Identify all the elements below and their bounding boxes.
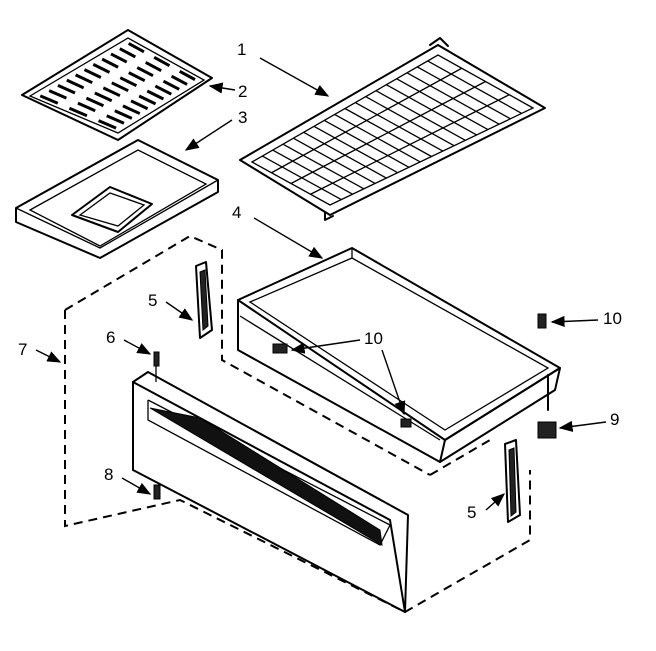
grid-slot bbox=[122, 104, 141, 115]
screw-6 bbox=[153, 351, 160, 382]
callout-8: 8 bbox=[104, 465, 113, 484]
grid-slot bbox=[146, 89, 165, 101]
grid-slot bbox=[48, 89, 67, 100]
clip-9 bbox=[537, 421, 557, 439]
grid-slot bbox=[102, 86, 121, 98]
rack-crossbar bbox=[310, 94, 510, 195]
rack-crossbar bbox=[271, 67, 463, 174]
grid-slot bbox=[130, 99, 149, 111]
grid-slot bbox=[127, 42, 145, 54]
callout-1: 1 bbox=[237, 40, 246, 59]
callout-3: 3 bbox=[238, 108, 247, 127]
grid-slot bbox=[98, 119, 117, 130]
grid-slot bbox=[136, 66, 154, 78]
screw-10-right bbox=[537, 313, 547, 329]
broiler-grid-part bbox=[21, 29, 213, 141]
callout-4: 4 bbox=[232, 203, 241, 222]
drawer-assembly-outline bbox=[64, 234, 531, 614]
grid-slot bbox=[83, 68, 102, 79]
screw-8 bbox=[153, 484, 161, 500]
callout-6: 6 bbox=[106, 328, 115, 347]
grid-slot bbox=[66, 78, 85, 90]
callout-9: 9 bbox=[610, 410, 619, 429]
callout-5-right: 5 bbox=[467, 503, 476, 522]
grid-slot bbox=[57, 83, 76, 95]
grid-slot bbox=[114, 109, 133, 120]
drawer-front-panel-part bbox=[132, 371, 409, 613]
grid-slot bbox=[153, 56, 171, 68]
slide-bracket-right bbox=[504, 439, 521, 523]
grid-slot bbox=[144, 61, 162, 73]
grid-slot bbox=[178, 69, 196, 81]
grid-slot bbox=[85, 96, 105, 108]
grid-slot bbox=[119, 47, 137, 59]
drawer-body-part bbox=[237, 247, 561, 463]
broiler-pan-part bbox=[15, 139, 219, 259]
grid-slot bbox=[128, 71, 146, 83]
rack-crossbar bbox=[290, 80, 486, 185]
grid-slot bbox=[138, 94, 157, 106]
callout-7: 7 bbox=[18, 340, 27, 359]
grid-slot bbox=[92, 63, 111, 74]
grid-slot bbox=[101, 57, 119, 69]
screw-10-left bbox=[272, 343, 288, 354]
callout-10-center: 10 bbox=[364, 329, 383, 348]
screw-10-mid bbox=[400, 418, 412, 428]
callout-10-right: 10 bbox=[603, 309, 622, 328]
leader-lines bbox=[35, 57, 607, 511]
grid-slot bbox=[162, 79, 180, 91]
slide-bracket-left bbox=[195, 261, 213, 339]
callout-2: 2 bbox=[238, 82, 247, 101]
grid-slot bbox=[77, 101, 96, 113]
grid-slot bbox=[154, 84, 172, 96]
oven-rack-part bbox=[239, 37, 546, 221]
grid-slot bbox=[74, 73, 93, 85]
grid-slot bbox=[106, 114, 125, 125]
grid-slot bbox=[111, 81, 129, 93]
grid-slot bbox=[94, 91, 113, 103]
grid-slot bbox=[119, 76, 138, 88]
grid-slot bbox=[39, 94, 59, 105]
grid-slot bbox=[110, 52, 128, 64]
grid-slot bbox=[68, 106, 88, 118]
grid-slot bbox=[170, 74, 188, 86]
callout-5-left: 5 bbox=[148, 291, 157, 310]
